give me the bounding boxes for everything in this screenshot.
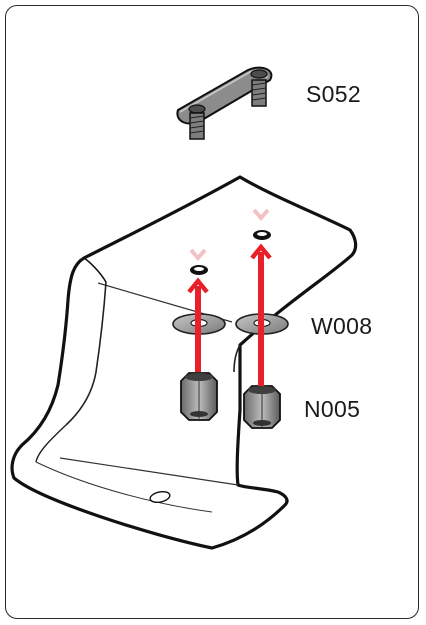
part-label-n005: N005 — [304, 396, 361, 422]
screw-insertion-arrows — [189, 107, 270, 262]
nut-insertion-arrows — [187, 243, 272, 386]
part-label-w008: W008 — [311, 313, 373, 339]
nuts-n005 — [180, 372, 281, 429]
bracket — [10, 175, 358, 550]
screw-plate-s052 — [176, 66, 273, 140]
part-label-s052: S052 — [306, 81, 361, 107]
